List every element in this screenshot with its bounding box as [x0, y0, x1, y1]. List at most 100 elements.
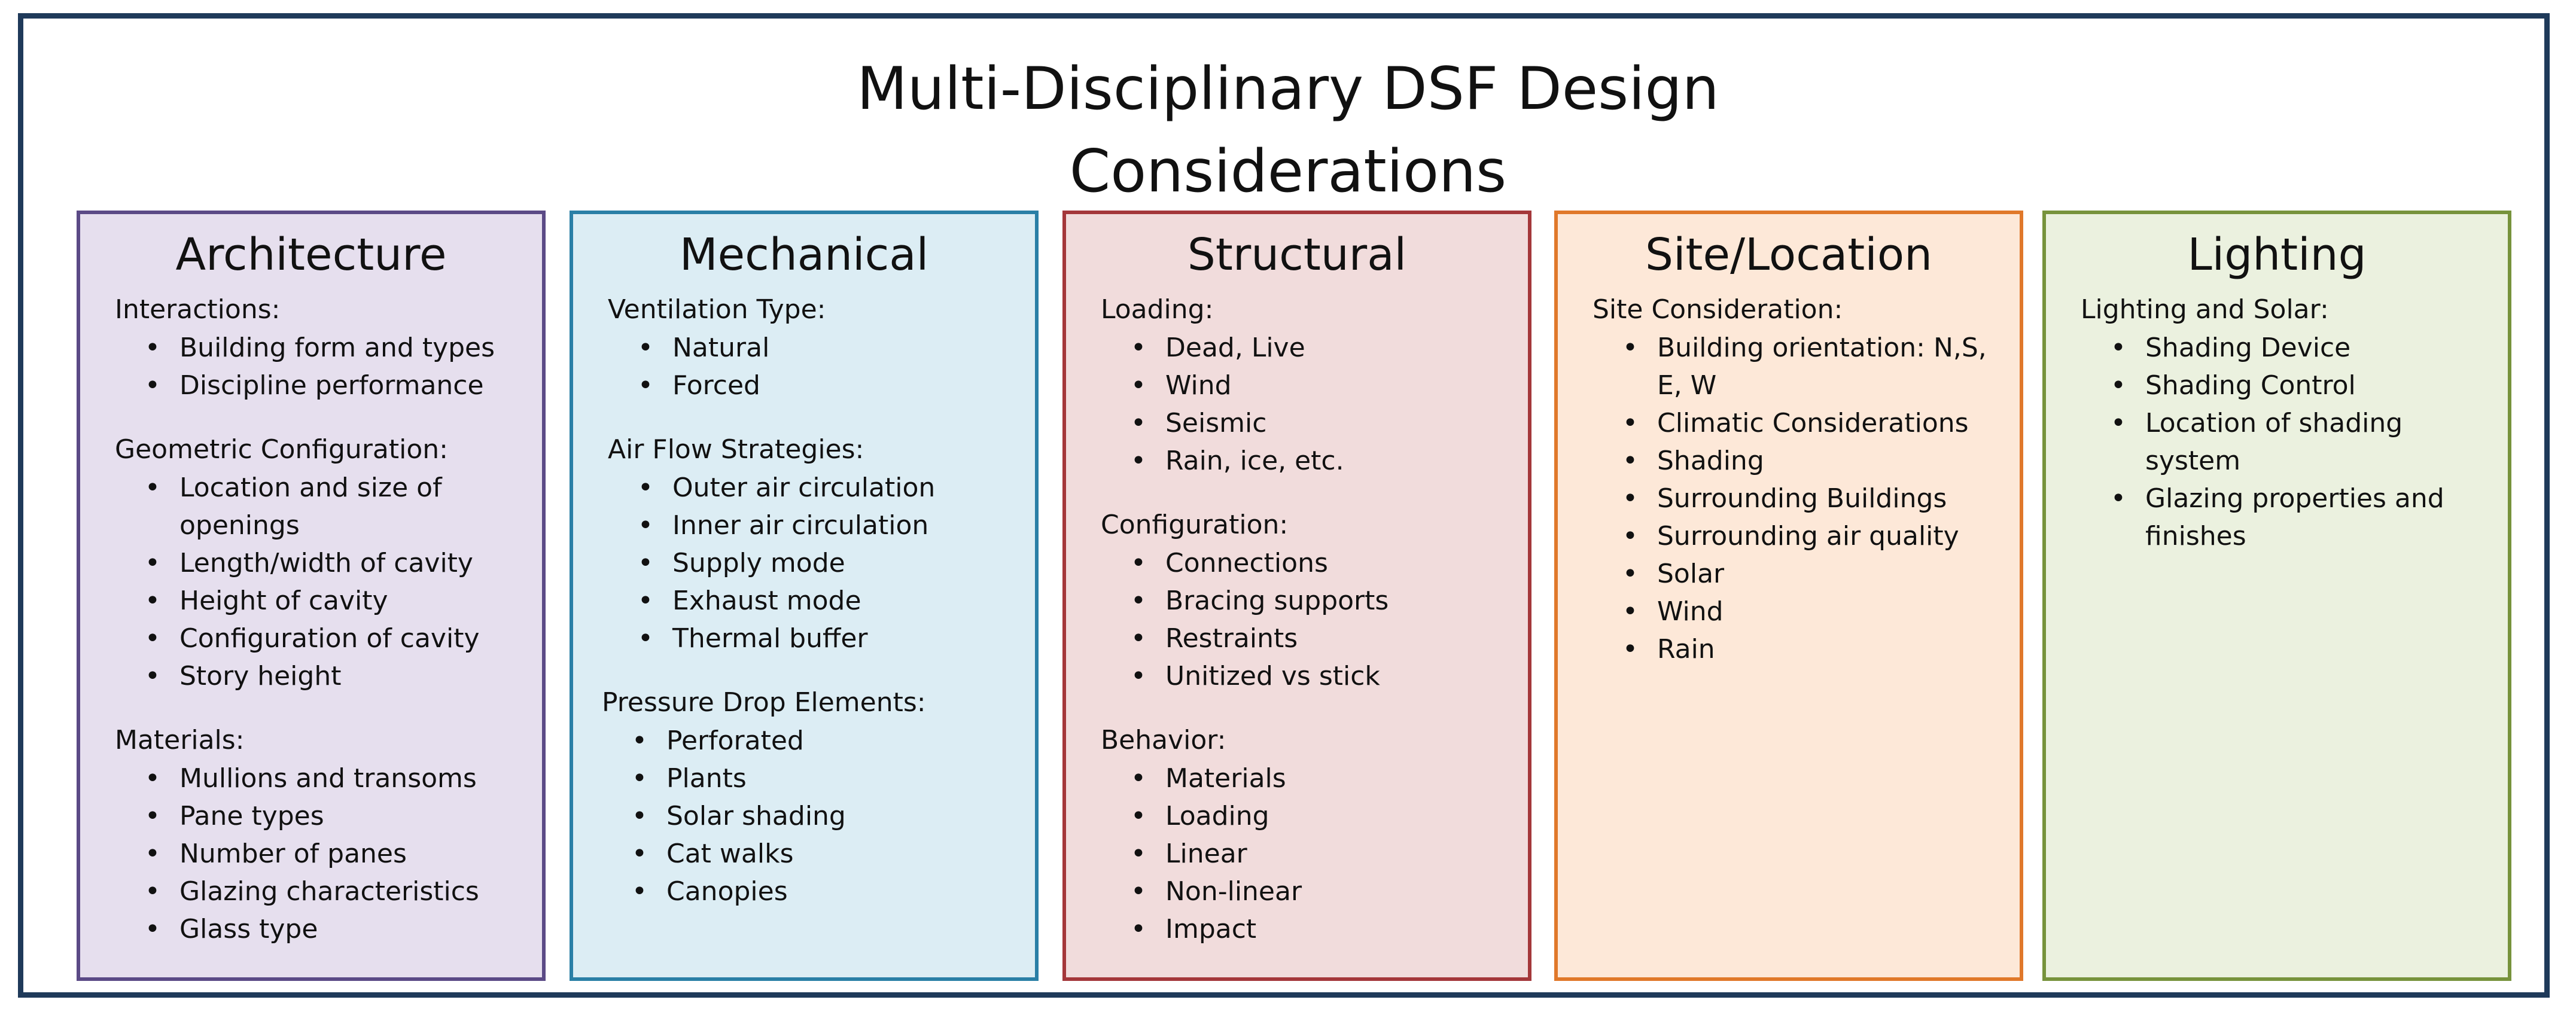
title-line-2: Considerations	[1069, 138, 1507, 206]
panel-sections: Interactions: Building form and typesDisc…	[115, 291, 530, 974]
bullet-list: NaturalForced	[608, 329, 1023, 404]
section-label: Behavior:	[1101, 725, 1226, 755]
section: Behavior: MaterialsLoadingLinearNon-linea…	[1101, 721, 1516, 948]
list-item: Solar shading	[632, 797, 1023, 835]
section-label: Ventilation Type:	[608, 294, 826, 325]
section: Lighting and Solar: Shading DeviceShading…	[2081, 291, 2496, 555]
section-label: Lighting and Solar:	[2081, 294, 2329, 325]
panel-heading: Lighting	[2187, 229, 2367, 281]
section: Materials: Mullions and transomsPane type…	[115, 721, 530, 948]
section: Loading: Dead, LiveWindSeismicRain, ice, …	[1101, 291, 1516, 480]
list-item: Canopies	[632, 873, 1023, 910]
title-line-1: Multi-Disciplinary DSF Design	[857, 55, 1719, 123]
bullet-list: PerforatedPlantsSolar shadingCat walksCa…	[602, 722, 1023, 910]
list-item: Shading	[1622, 442, 2008, 480]
panel-sections: Site Consideration: Building orientation:…	[1593, 291, 2008, 694]
list-item: Pane types	[145, 797, 530, 835]
list-item: Dead, Live	[1131, 329, 1516, 367]
bullet-list: Building orientation: N,S, E, WClimatic …	[1593, 329, 2008, 668]
list-item: Unitized vs stick	[1131, 657, 1516, 695]
list-item: Glazing characteristics	[145, 873, 530, 910]
list-item: Cat walks	[632, 835, 1023, 873]
section: Interactions: Building form and typesDisc…	[115, 291, 530, 404]
list-item: Plants	[632, 760, 1023, 797]
section-label: Interactions:	[115, 294, 281, 325]
list-item: Thermal buffer	[638, 620, 1023, 657]
bullet-list: Location and size of openingsLength/widt…	[115, 469, 530, 695]
bullet-list: Building form and typesDiscipline perfor…	[115, 329, 530, 404]
list-item: Outer air circulation	[638, 469, 1023, 507]
list-item: Building orientation: N,S, E, W	[1622, 329, 2008, 404]
section: Ventilation Type: NaturalForced	[608, 291, 1023, 404]
list-item: Natural	[638, 329, 1023, 367]
section-label: Air Flow Strategies:	[608, 434, 864, 465]
list-item: Rain, ice, etc.	[1131, 442, 1516, 480]
bullet-list: ConnectionsBracing supportsRestraintsUni…	[1101, 544, 1516, 695]
list-item: Bracing supports	[1131, 582, 1516, 620]
section-label: Loading:	[1101, 294, 1214, 325]
bullet-list: Outer air circulationInner air circulati…	[608, 469, 1023, 657]
list-item: Wind	[1622, 593, 2008, 630]
section-label: Configuration:	[1101, 510, 1289, 540]
list-item: Surrounding Buildings	[1622, 480, 2008, 517]
list-item: Restraints	[1131, 620, 1516, 657]
list-item: Story height	[145, 657, 530, 695]
list-item: Surrounding air quality	[1622, 517, 2008, 555]
list-item: Wind	[1131, 367, 1516, 404]
list-item: Impact	[1131, 910, 1516, 948]
list-item: Rain	[1622, 630, 2008, 668]
bullet-list: Mullions and transomsPane typesNumber of…	[115, 760, 530, 948]
list-item: Non-linear	[1131, 873, 1516, 910]
panel-heading: Site/Location	[1645, 229, 1932, 281]
list-item: Configuration of cavity	[145, 620, 530, 657]
bullet-list: Dead, LiveWindSeismicRain, ice, etc.	[1101, 329, 1516, 480]
list-item: Solar	[1622, 555, 2008, 593]
panel-heading: Architecture	[175, 229, 447, 281]
panel-sections: Ventilation Type: NaturalForcedAir Flow S…	[602, 291, 1023, 937]
bullet-list: Shading DeviceShading ControlLocation of…	[2081, 329, 2496, 555]
section-label: Materials:	[115, 725, 245, 755]
list-item: Climatic Considerations	[1622, 404, 2008, 442]
list-item: Shading Device	[2111, 329, 2496, 367]
list-item: Supply mode	[638, 544, 1023, 582]
list-item: Discipline performance	[145, 367, 530, 404]
list-item: Location and size of openings	[145, 469, 530, 544]
list-item: Number of panes	[145, 835, 530, 873]
list-item: Exhaust mode	[638, 582, 1023, 620]
list-item: Mullions and transoms	[145, 760, 530, 797]
list-item: Glazing properties and finishes	[2111, 480, 2496, 555]
list-item: Loading	[1131, 797, 1516, 835]
list-item: Glass type	[145, 910, 530, 948]
list-item: Length/width of cavity	[145, 544, 530, 582]
panel-heading: Structural	[1187, 229, 1407, 281]
section: Pressure Drop Elements: PerforatedPlantsS…	[602, 684, 1023, 910]
list-item: Location of shading system	[2111, 404, 2496, 480]
list-item: Shading Control	[2111, 367, 2496, 404]
section-label: Site Consideration:	[1593, 294, 1843, 325]
list-item: Linear	[1131, 835, 1516, 873]
panel-heading: Mechanical	[679, 229, 929, 281]
section: Geometric Configuration: Location and siz…	[115, 431, 530, 695]
section: Configuration: ConnectionsBracing support…	[1101, 506, 1516, 695]
diagram-title: Multi-Disciplinary DSF Design Considerat…	[0, 48, 2576, 213]
list-item: Height of cavity	[145, 582, 530, 620]
list-item: Forced	[638, 367, 1023, 404]
list-item: Inner air circulation	[638, 507, 1023, 544]
list-item: Perforated	[632, 722, 1023, 760]
bullet-list: MaterialsLoadingLinearNon-linearImpact	[1101, 760, 1516, 948]
list-item: Materials	[1131, 760, 1516, 797]
list-item: Seismic	[1131, 404, 1516, 442]
section-label: Pressure Drop Elements:	[602, 687, 926, 718]
panel-sections: Lighting and Solar: Shading DeviceShading…	[2081, 291, 2496, 581]
section: Site Consideration: Building orientation:…	[1593, 291, 2008, 668]
list-item: Building form and types	[145, 329, 530, 367]
list-item: Connections	[1131, 544, 1516, 582]
panel-sections: Loading: Dead, LiveWindSeismicRain, ice, …	[1101, 291, 1516, 974]
section: Air Flow Strategies: Outer air circulatio…	[608, 431, 1023, 657]
section-label: Geometric Configuration:	[115, 434, 448, 465]
